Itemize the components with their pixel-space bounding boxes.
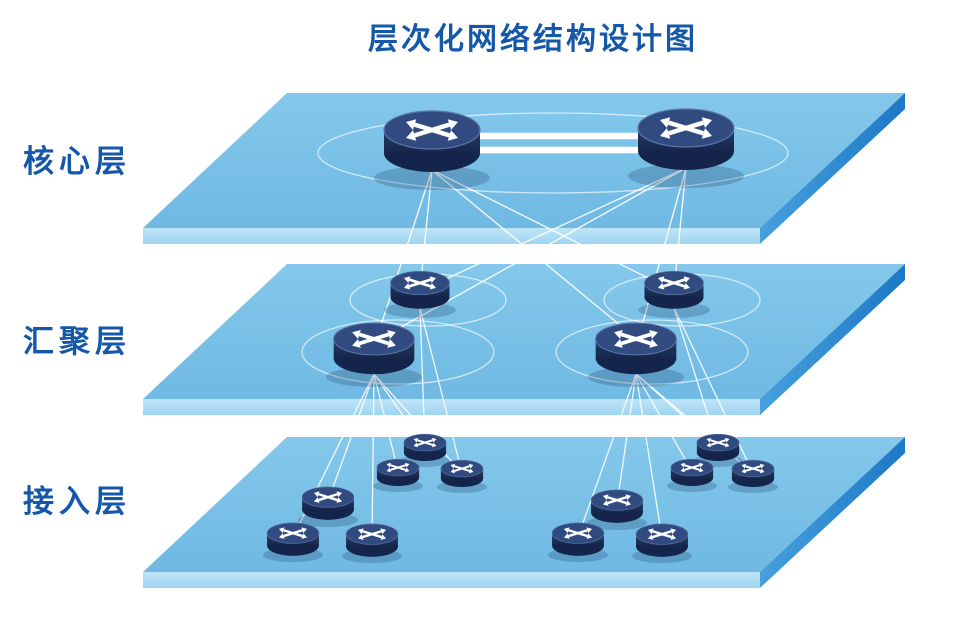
connection-line [327,373,375,502]
device-shadow [326,367,422,387]
connection-line [371,373,375,539]
access-switch [301,485,355,521]
cluster-ring [555,319,749,385]
slab-front-face [143,399,760,415]
core-uplinks [375,167,687,341]
layer-label-aggregation: 汇聚层 [23,324,131,360]
cluster-ring [301,319,495,385]
access-switch [635,522,689,558]
core-layer-slab [143,93,905,244]
layer-label-core: 核心层 [23,144,131,180]
device-shadow [628,164,744,188]
slab-side-face [760,437,905,588]
connection-line [673,307,754,474]
slab-side-face [760,264,905,415]
connection-line [373,373,399,472]
connection-line [616,373,637,505]
connection-line [635,373,693,472]
connection-line [673,167,687,291]
aggregation-switch-big-left [332,321,416,376]
connection-line [637,167,687,341]
access-switch [670,458,714,487]
cluster-ring [317,112,789,194]
diagram-title: 层次化网络结构设计图 [368,22,698,57]
access-switch [696,433,740,462]
connection-line [419,307,463,474]
core-trunk-link [479,132,640,154]
connection-line [373,373,463,474]
aggregation-switch-big-right [594,321,678,376]
connection-line [375,169,433,341]
slab-front-face [143,228,760,244]
slab-top-face [143,437,905,572]
aggregation-layer-slab [143,264,905,415]
access-switch [551,521,605,557]
connection-line [421,167,687,291]
connection-line [431,169,639,341]
access-switch [440,459,484,488]
core-router-2 [638,109,734,170]
core-router-1 [384,111,480,172]
aggregation-switch-small-right [643,269,705,310]
slab-front-face [143,572,760,588]
access-switch [590,488,644,524]
slab-top-face [143,264,905,399]
device-shadow [588,367,684,387]
access-switch [403,433,447,462]
access-layer-slab [143,437,905,588]
connection-line [577,373,637,538]
cluster-rings [301,112,789,385]
access-switch [266,521,320,557]
connection-line [419,307,426,448]
layer-label-access: 接入层 [23,484,131,520]
connection-line [377,167,687,341]
connection-line [673,307,719,448]
access-switch [376,458,420,487]
access-switch [345,522,399,558]
connection-line [635,373,663,539]
aggregation-switch-small-left [389,269,451,310]
access-switch [731,459,775,488]
device-shadow [374,166,490,190]
connection-line [419,169,433,291]
slab-side-face [760,93,905,244]
